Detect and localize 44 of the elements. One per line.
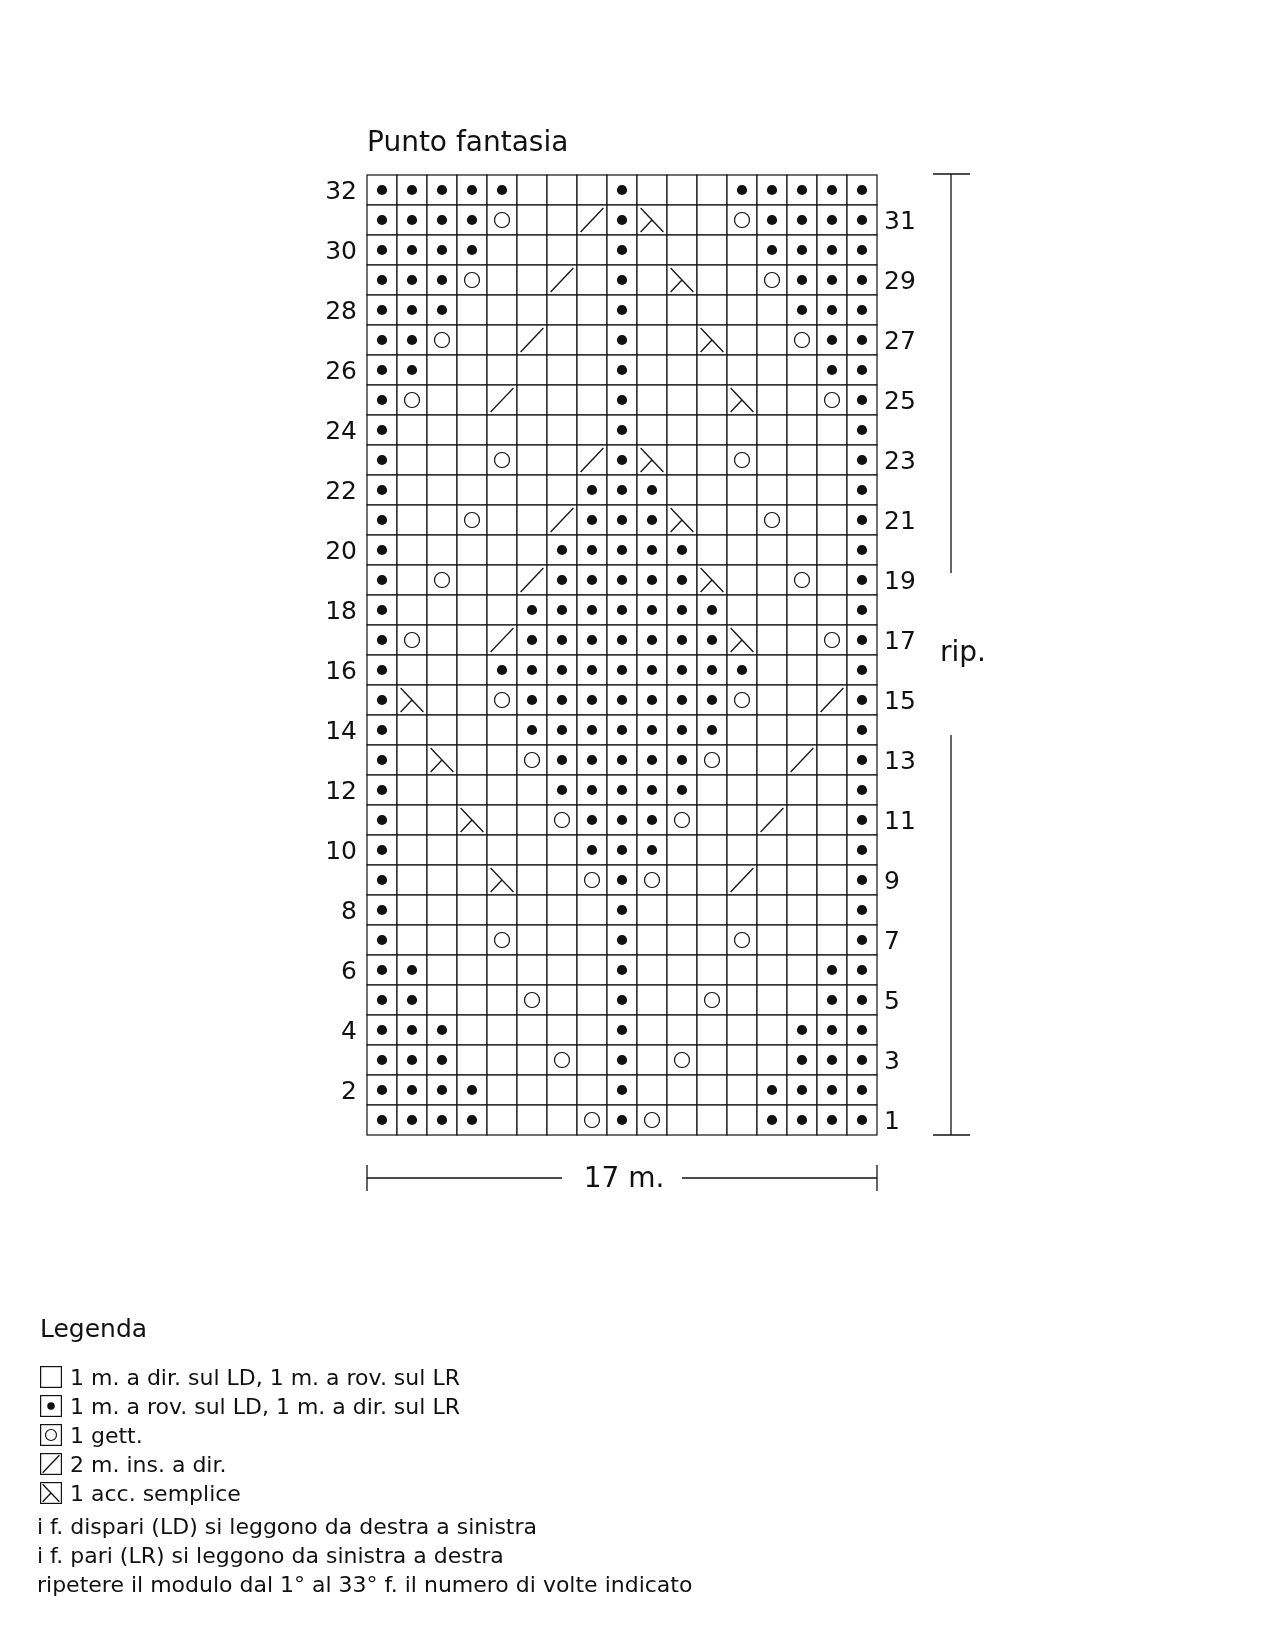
row-number: 9	[884, 868, 900, 893]
row-number: 13	[884, 748, 916, 773]
row-number: 18	[325, 598, 357, 623]
row-number: 14	[325, 718, 357, 743]
row-number: 31	[884, 208, 916, 233]
legend-text: 1 gett.	[70, 1425, 143, 1447]
row-number: 6	[341, 958, 357, 983]
row-number: 2	[341, 1078, 357, 1103]
row-number: 3	[884, 1048, 900, 1073]
chart-title: Punto fantasia	[367, 128, 569, 156]
row-number: 23	[884, 448, 916, 473]
row-number: 17	[884, 628, 916, 653]
note-text: ripetere il modulo dal 1° al 33° f. il numero di volte indicato	[37, 1574, 693, 1596]
row-number: 30	[325, 238, 357, 263]
row-number: 1	[884, 1108, 900, 1133]
legend-text: 1 m. a rov. sul LD, 1 m. a dir. sul LR	[70, 1396, 460, 1418]
legend-text: 1 acc. semplice	[70, 1483, 241, 1505]
legend-heading: Legenda	[40, 1316, 148, 1341]
row-number: 10	[325, 838, 357, 863]
dimension-label: 17 m.	[583, 1164, 665, 1192]
row-number: 32	[325, 178, 357, 203]
row-number: 20	[325, 538, 357, 563]
row-number: 4	[341, 1018, 357, 1043]
legend-text: 1 m. a dir. sul LD, 1 m. a rov. sul LR	[70, 1367, 460, 1389]
row-number: 29	[884, 268, 916, 293]
row-number: 7	[884, 928, 900, 953]
row-number: 8	[341, 898, 357, 923]
row-number: 22	[325, 478, 357, 503]
legend-text: 2 m. ins. a dir.	[70, 1454, 227, 1476]
row-number: 21	[884, 508, 916, 533]
row-number: 16	[325, 658, 357, 683]
row-number: 12	[325, 778, 357, 803]
row-number: 15	[884, 688, 916, 713]
row-number: 11	[884, 808, 916, 833]
repeat-label: rip.	[940, 638, 986, 666]
note-text: i f. dispari (LD) si leggono da destra a sinistra	[37, 1516, 537, 1538]
row-number: 5	[884, 988, 900, 1013]
row-number: 24	[325, 418, 357, 443]
row-number: 19	[884, 568, 916, 593]
row-number: 25	[884, 388, 916, 413]
row-number: 26	[325, 358, 357, 383]
note-text: i f. pari (LR) si leggono da sinistra a destra	[37, 1545, 504, 1567]
row-number: 28	[325, 298, 357, 323]
row-number: 27	[884, 328, 916, 353]
